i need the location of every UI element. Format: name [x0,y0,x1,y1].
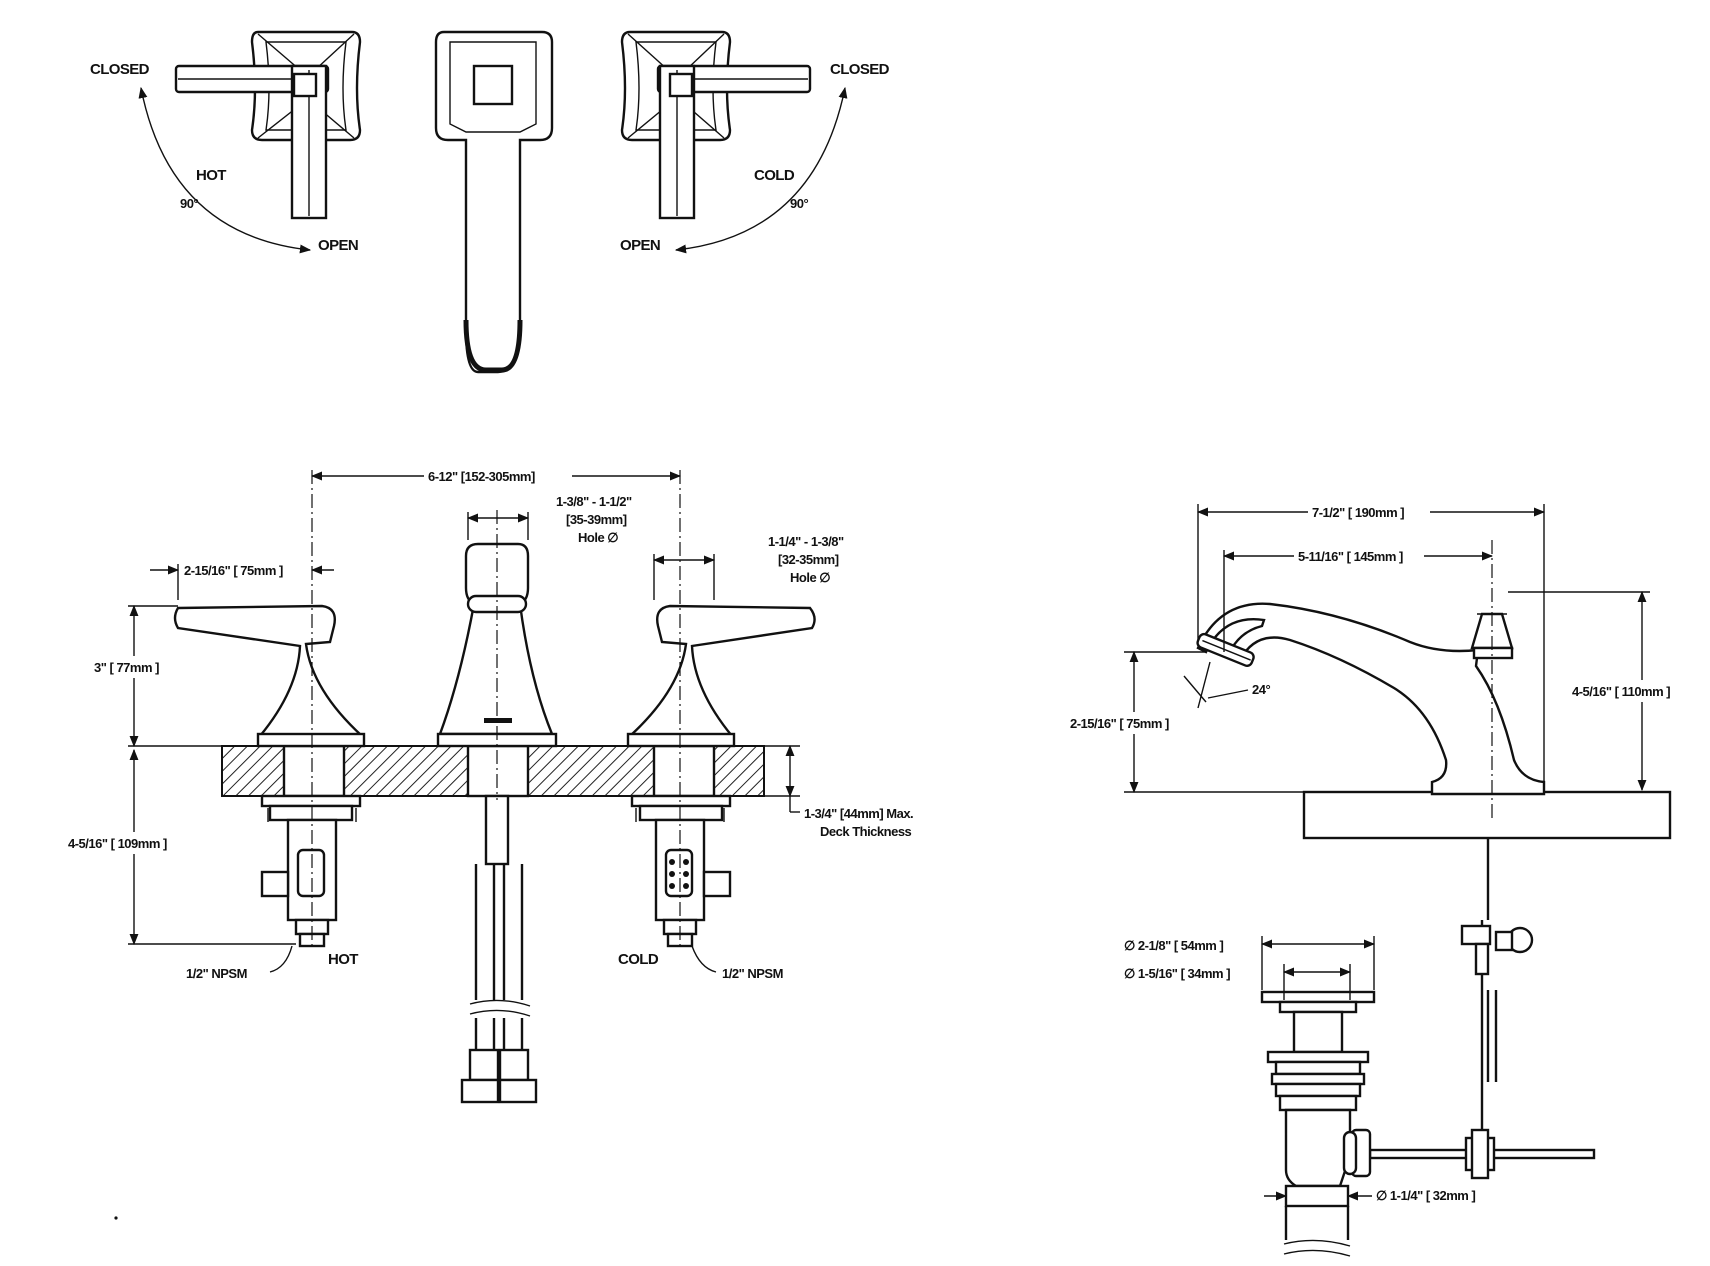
drain-body-dimension: ∅ 1-5/16" [ 34mm ] [1124,966,1230,981]
spout-hole-line2: [35-39mm] [566,512,627,527]
right-npsm-label: 1/2" NPSM [722,966,783,981]
hot-label-front: HOT [328,951,358,968]
cold-label-top: COLD [754,167,795,184]
side-deck [1302,790,1672,840]
left-npsm-label: 1/2" NPSM [186,966,247,981]
stray-dot [114,1216,118,1220]
drain-flange-dimension: ∅ 2-1/8" [ 54mm ] [1124,938,1223,953]
drain-tailpiece-dimension: ∅ 1-1/4" [ 32mm ] [1376,1188,1475,1203]
handle-hole-line2: [32-35mm] [778,552,839,567]
cold-rotation-arc [674,86,848,254]
overall-length-dimension: 7-1/2" [ 190mm ] [1312,505,1404,520]
spout-hole-line3: Hole ∅ [578,530,618,545]
deck-thickness-line2: Deck Thickness [820,824,912,839]
overall-height-dimension: 4-5/16" [ 110mm ] [1572,684,1670,699]
hot-angle-label: 90° [180,196,198,211]
spout-top-view [434,30,554,374]
cold-angle-label: 90° [790,196,808,211]
shank-length-dimension: 4-5/16" [ 109mm ] [68,836,167,851]
left-handle-front-view [173,604,366,948]
spout-front-view [436,542,558,1104]
spout-angle-label: 24° [1252,682,1270,697]
spout-reach-dimension: 5-11/16" [ 145mm ] [1298,549,1403,564]
right-handle-front-view [626,604,816,948]
spout-hole-line1: 1-3/8" - 1-1/2" [556,494,632,509]
cold-open-label: OPEN [620,237,660,254]
handle-hole-line3: Hole ∅ [790,570,830,585]
handle-height-dimension: 3" [ 77mm ] [94,660,159,675]
spread-dimension: 6-12" [152-305mm] [428,469,535,484]
drain-assembly: ∅ 2-1/8" [ 54mm ] ∅ 1-5/16" [ 34mm ] ∅ 1… [1124,920,1596,1257]
cold-label-front: COLD [618,951,659,968]
top-view: CLOSED HOT 90° OPEN CLOSED COLD 90° OPEN [90,30,890,374]
hot-label-top: HOT [196,167,226,184]
hot-closed-label: CLOSED [90,61,150,78]
handle-hole-line1: 1-1/4" - 1-3/8" [768,534,844,549]
handle-reach-dimension: 2-15/16" [ 75mm ] [184,563,283,578]
deck-thickness-line1: 1-3/4" [44mm] Max. [804,806,913,821]
spout-height-dimension: 2-15/16" [ 75mm ] [1070,716,1169,731]
left-handle-top-view [174,30,362,220]
front-view: 6-12" [152-305mm] 1-3/8" - 1-1/2" [35-39… [66,466,914,1104]
hot-rotation-arc [138,86,312,254]
hot-open-label: OPEN [318,237,358,254]
cold-closed-label: CLOSED [830,61,890,78]
right-handle-top-view [620,30,812,220]
side-view: 7-1/2" [ 190mm ] 5-11/16" [ 145mm ] 2-15… [1068,502,1700,920]
